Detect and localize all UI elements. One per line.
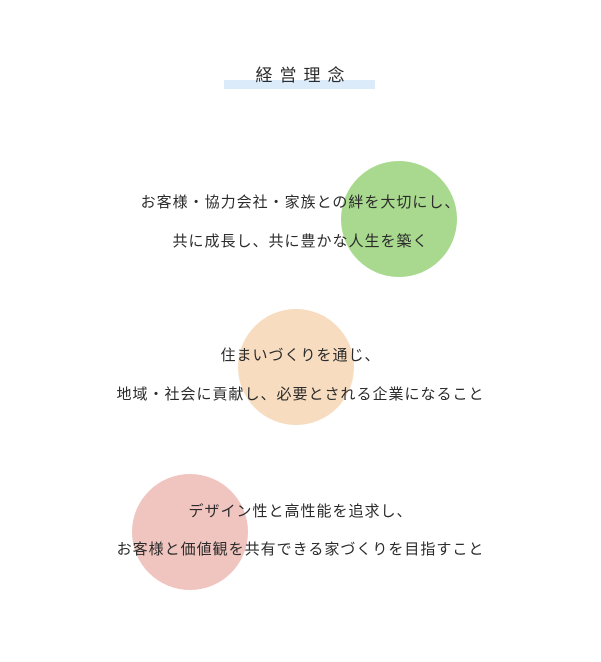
title-container: 経営理念: [0, 60, 601, 92]
section-title: 経営理念: [255, 66, 352, 86]
philosophy-2-line-2: 地域・社会に貢献し、必要とされる企業になること: [116, 385, 485, 403]
philosophy-3-line-2: お客様と価値観を共有できる家づくりを目指すこと: [116, 540, 485, 558]
philosophy-3-line-1: デザイン性と高性能を追求し、: [188, 502, 413, 520]
decorative-circle-peach: [238, 309, 354, 425]
decorative-circle-pink: [132, 474, 248, 590]
decorative-circle-green: [341, 161, 457, 277]
philosophy-1-line-1: お客様・協力会社・家族との絆を大切にし、: [140, 193, 461, 211]
philosophy-2-line-1: 住まいづくりを通じ、: [220, 346, 381, 364]
philosophy-1-line-2: 共に成長し、共に豊かな人生を築く: [172, 232, 429, 250]
title-underline: [224, 80, 375, 89]
